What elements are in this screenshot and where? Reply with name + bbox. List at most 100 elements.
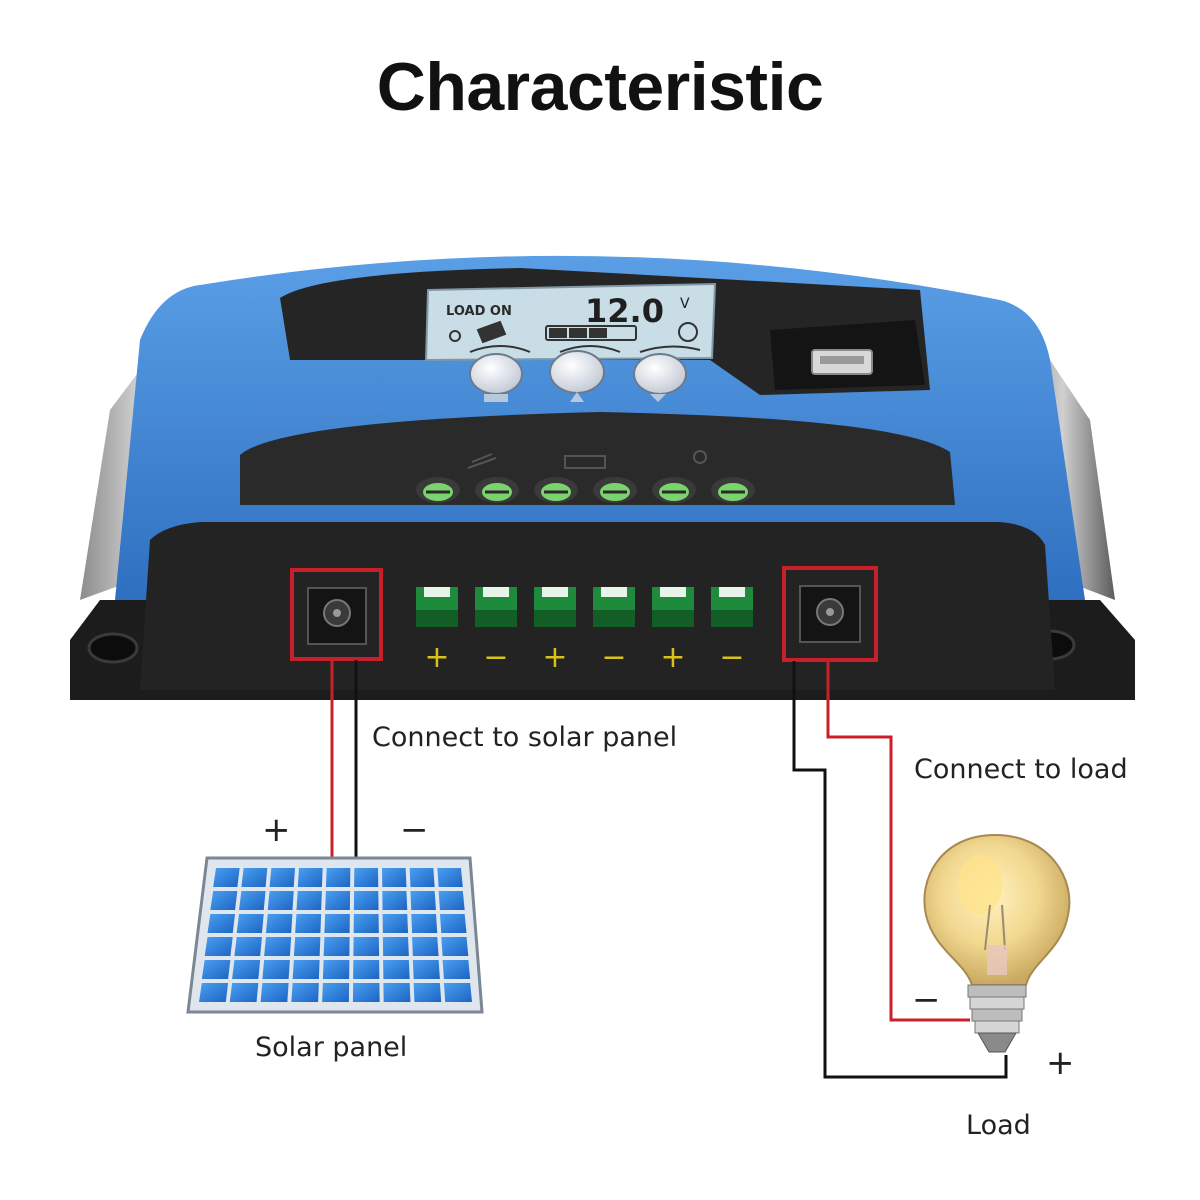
solar-cell	[323, 937, 350, 956]
solar-cell	[382, 891, 408, 910]
load-positive-wire	[792, 661, 1008, 1079]
solar-cell	[411, 914, 438, 933]
solar-cell	[438, 891, 465, 910]
solar-cell	[352, 983, 380, 1002]
connect-solar-label: Connect to solar panel	[372, 722, 678, 753]
solar-cell	[297, 868, 323, 887]
solar-jack-highlight	[290, 568, 383, 661]
down-arrow-icon	[650, 394, 666, 402]
solar-cell	[353, 937, 380, 956]
solar-wires	[330, 660, 358, 860]
solar-cell	[269, 868, 295, 887]
terminal-blocks	[416, 587, 753, 627]
solar-cell	[325, 868, 351, 887]
solar-cell	[383, 960, 410, 979]
solar-cell	[437, 868, 463, 887]
solar-plus-sign: +	[262, 810, 291, 850]
solar-cell	[382, 868, 407, 887]
light-bulb	[923, 833, 1071, 1053]
up-arrow-icon	[570, 392, 584, 402]
lcd-screen	[424, 282, 717, 362]
charge-controller: LOAD ON 12.0 V	[70, 255, 1135, 700]
solar-cell	[322, 960, 350, 979]
solar-cell	[383, 983, 411, 1002]
solar-cell	[354, 868, 379, 887]
terminal-cover	[240, 412, 955, 505]
solar-cell	[265, 914, 293, 933]
terminal-block	[534, 587, 576, 627]
solar-cell	[296, 891, 322, 910]
solar-cell	[264, 937, 292, 956]
solar-cell	[232, 960, 261, 979]
lcd-voltage: 12.0	[585, 292, 664, 330]
bulb-screw-base	[967, 984, 1027, 1053]
solar-cell	[234, 937, 262, 956]
terminal-screws	[416, 477, 755, 503]
solar-cell	[260, 983, 289, 1002]
menu-button[interactable]	[469, 353, 523, 395]
solar-cell	[201, 960, 231, 979]
solar-cell	[293, 937, 321, 956]
solar-cell	[410, 891, 436, 910]
solar-cell	[442, 960, 471, 979]
solar-cell	[204, 937, 233, 956]
connect-load-label: Connect to load	[914, 754, 1128, 785]
menu-icon	[484, 394, 508, 402]
solar-cell	[443, 983, 472, 1002]
solar-cell	[325, 891, 351, 910]
solar-cell	[267, 891, 294, 910]
terminal-block	[652, 587, 694, 627]
lcd-icons	[449, 320, 701, 353]
solar-minus-sign: −	[400, 810, 429, 850]
solar-cell	[262, 960, 290, 979]
solar-cell	[353, 914, 379, 933]
load-minus-sign: −	[912, 980, 941, 1020]
solar-cell	[413, 983, 442, 1002]
polarity-sign: +	[424, 640, 449, 675]
polarity-sign: −	[601, 640, 626, 675]
solar-cell	[439, 914, 467, 933]
load-jack-highlight	[782, 566, 878, 662]
solar-cell	[412, 960, 440, 979]
solar-cell	[295, 914, 322, 933]
lcd-unit: V	[680, 296, 690, 312]
terminal-block	[711, 587, 753, 627]
down-button[interactable]	[633, 353, 687, 395]
cover-icons	[467, 450, 707, 469]
solar-cell	[241, 868, 268, 887]
terminal-block	[593, 587, 635, 627]
solar-cell	[382, 914, 409, 933]
terminal-block	[416, 587, 458, 627]
load-negative-wire	[826, 661, 970, 1022]
terminal-polarity: + − + − + −	[424, 640, 744, 675]
polarity-sign: +	[660, 640, 685, 675]
terminal-block	[475, 587, 517, 627]
solar-cell	[412, 937, 439, 956]
polarity-sign: −	[719, 640, 744, 675]
polarity-sign: +	[542, 640, 567, 675]
solar-cell	[236, 914, 264, 933]
solar-cell	[291, 983, 319, 1002]
load-plus-sign: +	[1046, 1043, 1075, 1083]
solar-cell	[353, 891, 379, 910]
up-button[interactable]	[549, 350, 605, 394]
solar-cell	[441, 937, 469, 956]
solar-panel	[186, 856, 484, 1014]
solar-cell	[239, 891, 266, 910]
solar-cell	[210, 891, 238, 910]
mount-hole-left	[87, 632, 139, 664]
control-buttons	[469, 350, 687, 402]
load-label: Load	[966, 1110, 1031, 1141]
solar-cell	[207, 914, 236, 933]
solar-cell	[409, 868, 435, 887]
load-wires	[792, 661, 1008, 1079]
solar-cell	[382, 937, 409, 956]
solar-cell	[324, 914, 350, 933]
solar-cell	[213, 868, 240, 887]
solar-cell	[353, 960, 380, 979]
solar-cell	[229, 983, 259, 1002]
solar-panel-label: Solar panel	[255, 1032, 408, 1063]
polarity-sign: −	[483, 640, 508, 675]
solar-cell	[292, 960, 320, 979]
